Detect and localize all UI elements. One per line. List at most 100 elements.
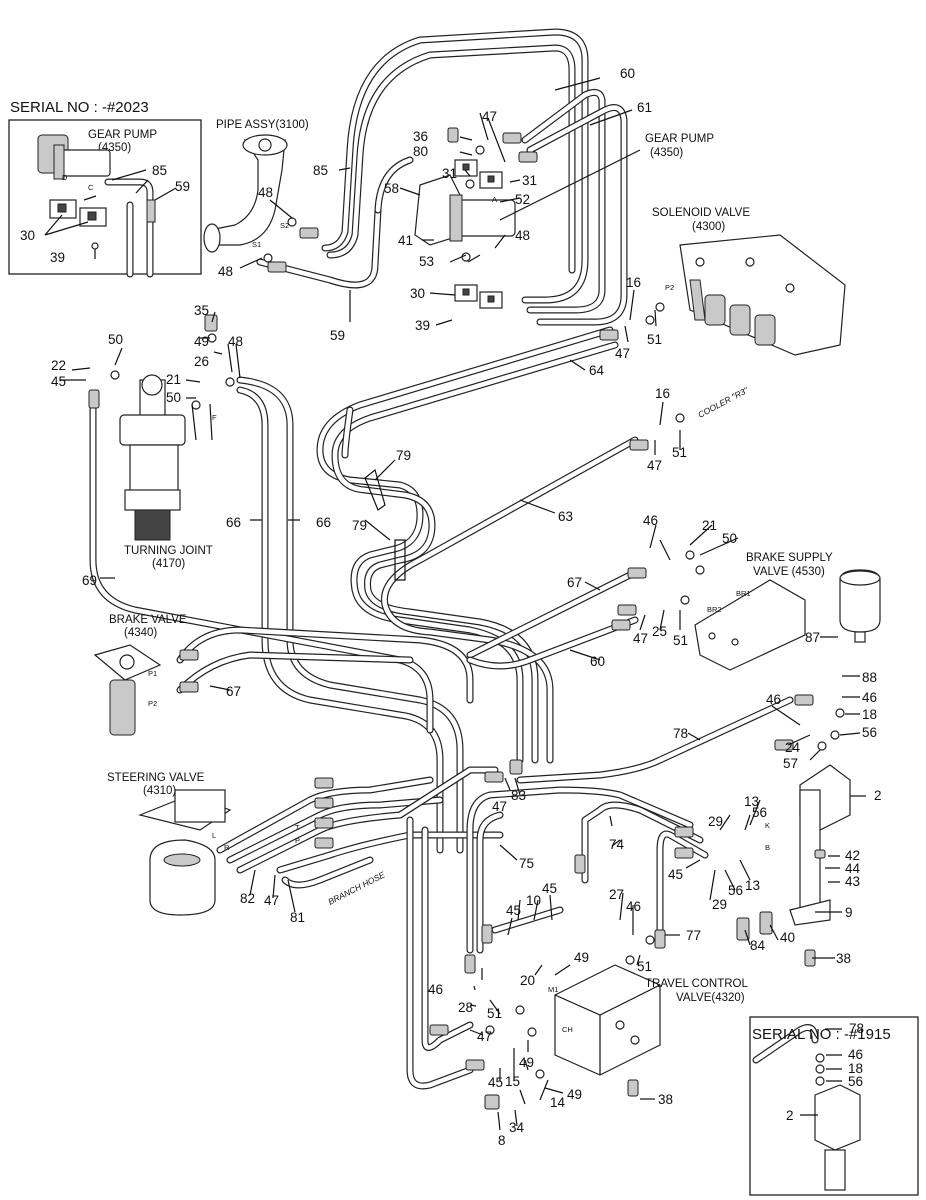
- port-c: C: [88, 183, 94, 192]
- callout-78: 78: [673, 726, 688, 741]
- callout-47-e: 47: [492, 799, 507, 814]
- callout-46-b: 46: [862, 690, 877, 705]
- callout-49-b: 49: [574, 950, 589, 965]
- callout-47-g: 47: [477, 1029, 492, 1044]
- callout-49-c: 49: [519, 1055, 534, 1070]
- callout-47-c: 47: [647, 458, 662, 473]
- pipe-lines: [89, 28, 819, 1090]
- callout-numbers: 2 2 8 9 10 13 13 14 15 16 16 18 18 20 21…: [20, 66, 882, 1148]
- callout-39-inset: 39: [50, 250, 65, 265]
- inset-gear-pump-label: GEAR PUMP: [88, 129, 157, 141]
- callout-88: 88: [862, 670, 877, 685]
- callout-34: 34: [509, 1120, 525, 1135]
- port-a: A: [492, 195, 497, 204]
- callout-75: 75: [519, 856, 534, 871]
- callout-16-b: 16: [655, 386, 670, 401]
- pipe-assy-3100: [203, 134, 288, 253]
- callout-47-a: 47: [482, 109, 497, 124]
- callout-45-e: 45: [488, 1075, 503, 1090]
- callout-83: 83: [511, 788, 526, 803]
- callout-63: 63: [558, 509, 573, 524]
- gear-pump-4350: [414, 159, 516, 309]
- callout-59-inset: 59: [175, 179, 190, 194]
- callout-42: 42: [845, 848, 860, 863]
- callout-45-a: 45: [51, 374, 66, 389]
- callout-8: 8: [498, 1133, 506, 1148]
- callout-45-c: 45: [542, 881, 557, 896]
- callout-58: 58: [384, 181, 399, 196]
- callout-85: 85: [313, 163, 328, 178]
- label-gear-pump-code: (4350): [650, 147, 683, 159]
- callout-31-b: 31: [522, 173, 537, 188]
- callout-13-b: 13: [745, 878, 760, 893]
- callout-44: 44: [845, 861, 861, 876]
- callout-74: 74: [609, 837, 625, 852]
- callout-35: 35: [194, 303, 209, 318]
- port-k: K: [765, 821, 770, 830]
- callout-46-c: 46: [766, 692, 781, 707]
- callout-21-b: 21: [702, 518, 717, 533]
- label-turning-joint: TURNING JOINT: [124, 545, 213, 557]
- callout-50-c: 50: [722, 531, 737, 546]
- callout-26: 26: [194, 354, 209, 369]
- label-brake-supply-valve-code: VALVE (4530): [753, 566, 825, 578]
- port-s1: S1: [252, 240, 261, 249]
- callout-56-inset: 56: [848, 1074, 863, 1089]
- label-brake-valve: BRAKE VALVE: [109, 614, 187, 626]
- callout-82: 82: [240, 891, 255, 906]
- pipe-clamps: [364, 468, 406, 581]
- callout-56-b: 56: [752, 805, 767, 820]
- callout-67-b: 67: [226, 684, 241, 699]
- steering-valve-4310: [138, 789, 232, 916]
- label-travel-control-valve: TRAVEL CONTROL: [645, 978, 748, 990]
- callout-49-a: 49: [194, 334, 209, 349]
- callout-61: 61: [637, 100, 652, 115]
- inset-title-serial-2023: SERIAL NO : -#2023: [10, 99, 149, 116]
- callout-69: 69: [82, 573, 97, 588]
- callout-10: 10: [526, 893, 541, 908]
- callout-50-b: 50: [166, 390, 181, 405]
- callout-87: 87: [805, 630, 820, 645]
- port-ch: CH: [562, 1025, 573, 1034]
- callout-38-a: 38: [836, 951, 851, 966]
- brake-supply-valve-4530: [694, 579, 806, 671]
- callout-60-a: 60: [620, 66, 635, 81]
- label-cooler: COOLER "R3": [696, 385, 750, 420]
- callout-47-b: 47: [615, 346, 630, 361]
- callout-43: 43: [845, 874, 860, 889]
- callout-46-inset: 46: [848, 1047, 863, 1062]
- callout-18: 18: [862, 707, 877, 722]
- callout-51-c: 51: [673, 633, 688, 648]
- callout-67-a: 67: [567, 575, 582, 590]
- callout-48-b: 48: [218, 264, 233, 279]
- label-turning-joint-code: (4170): [152, 558, 185, 570]
- port-s2: S2: [280, 221, 289, 230]
- callout-28: 28: [458, 1000, 473, 1015]
- port-f: F: [212, 413, 217, 422]
- callout-27: 27: [609, 887, 624, 902]
- callout-78-inset: 78: [849, 1021, 864, 1036]
- callout-46-a: 46: [643, 513, 658, 528]
- callout-31-a: 31: [442, 166, 457, 181]
- callout-29-a: 29: [708, 814, 723, 829]
- callout-16-a: 16: [626, 275, 641, 290]
- brake-valve-4340: [93, 644, 162, 736]
- accumulator-87: [839, 569, 881, 643]
- port-p2-solenoid: P2: [665, 283, 674, 292]
- port-p2: P2: [148, 699, 157, 708]
- port-l: L: [212, 831, 216, 840]
- label-brake-supply-valve: BRAKE SUPPLY: [746, 552, 833, 564]
- inset-serial-2023: SERIAL NO : -#2023 GEAR PUMP (4350): [8, 99, 202, 278]
- port-m1: M1: [548, 985, 558, 994]
- callout-9: 9: [845, 905, 853, 920]
- valve-block-2: [789, 764, 851, 926]
- callout-40: 40: [780, 930, 795, 945]
- callout-20: 20: [520, 973, 535, 988]
- label-travel-control-valve-code: VALVE(4320): [676, 992, 745, 1004]
- callout-81: 81: [290, 910, 305, 925]
- port-p1: P1: [148, 669, 157, 678]
- callout-22: 22: [51, 358, 66, 373]
- callout-48-d: 48: [515, 228, 530, 243]
- callout-84: 84: [750, 938, 766, 953]
